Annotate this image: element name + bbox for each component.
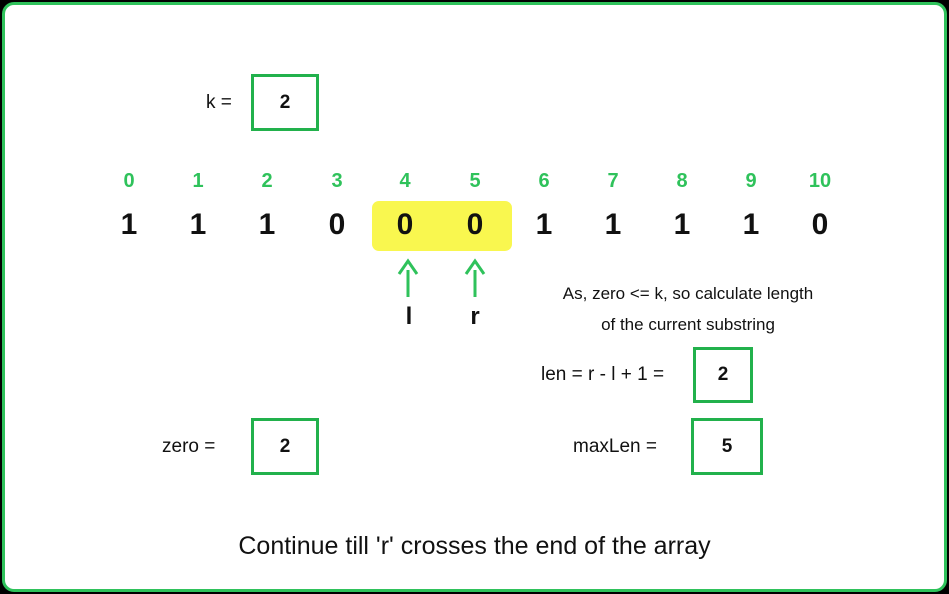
array-value-9: 1 [742, 208, 760, 241]
index-10: 10 [808, 170, 832, 192]
index-9: 9 [745, 170, 757, 192]
zero-value-box: 2 [251, 418, 319, 475]
array-value-1: 1 [189, 208, 207, 241]
array-value-6: 1 [535, 208, 553, 241]
left-pointer-label: l [405, 303, 413, 330]
k-label: k = [206, 92, 232, 113]
index-1: 1 [192, 170, 204, 192]
index-4: 4 [399, 170, 411, 192]
explanation-line-2: of the current substring [601, 315, 775, 334]
zero-label: zero = [162, 436, 216, 457]
index-7: 7 [607, 170, 619, 192]
window-highlight [372, 201, 512, 251]
array-value-4: 0 [396, 208, 414, 241]
index-8: 8 [676, 170, 688, 192]
index-0: 0 [123, 170, 135, 192]
k-value-box: 2 [251, 74, 319, 131]
maxlen-value-box: 5 [691, 418, 763, 475]
array-value-5: 0 [466, 208, 484, 241]
array-value-0: 1 [120, 208, 138, 241]
array-value-7: 1 [604, 208, 622, 241]
index-6: 6 [538, 170, 550, 192]
right-pointer-arrow-icon [464, 258, 486, 297]
array-value-3: 0 [328, 208, 346, 241]
caption: Continue till 'r' crosses the end of the… [238, 532, 711, 560]
array-value-2: 1 [258, 208, 276, 241]
index-2: 2 [261, 170, 273, 192]
array-value-8: 1 [673, 208, 691, 241]
len-value-box: 2 [693, 347, 753, 403]
right-pointer-label: r [470, 303, 480, 330]
maxlen-label: maxLen = [573, 436, 657, 457]
left-pointer-arrow-icon [397, 258, 419, 297]
explanation-line-1: As, zero <= k, so calculate length [562, 284, 814, 303]
index-5: 5 [469, 170, 481, 192]
array-value-10: 0 [811, 208, 829, 241]
index-3: 3 [331, 170, 343, 192]
len-label: len = r - l + 1 = [541, 364, 665, 385]
